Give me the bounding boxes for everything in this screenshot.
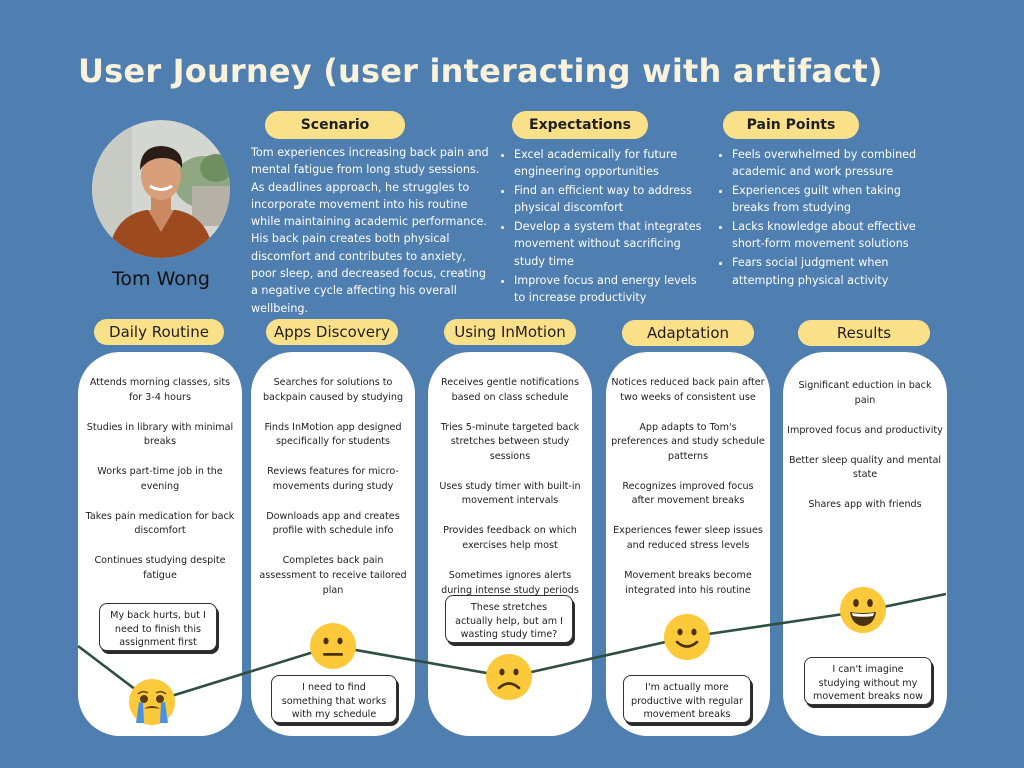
stage-item: Uses study timer with built-in movement … [439,480,581,507]
expectation-item: Improve focus and energy levels to incre… [514,272,706,307]
smiling-face-icon [664,614,710,660]
expectations-label: Expectations [512,111,648,139]
stage-item: Reviews features for micro-movements dur… [267,466,399,492]
stage-item: Attends morning classes, sits for 3-4 ho… [89,377,231,403]
stage-item: Takes pain medication for back discomfor… [85,510,235,537]
stage-item: Provides feedback on which exercises hel… [443,525,577,551]
scenario-label: Scenario [265,111,405,139]
stage-item: Improved focus and productivity [787,424,943,436]
page-title: User Journey (user interacting with arti… [78,52,883,90]
stage-item: Works part-time job in the evening [97,466,223,492]
stage-item: Shares app with friends [808,499,922,511]
stage-item: Better sleep quality and mental state [788,454,942,481]
quote-bubble-using-inmotion: These stretches actually help, but am I … [445,595,573,643]
pain-points-label: Pain Points [723,111,859,139]
stage-label-adaptation: Adaptation [622,320,754,346]
stage-item: Studies in library with minimal breaks [86,421,234,448]
stage-column-apps-discovery: Searches for solutions to backpain cause… [251,352,415,736]
persona-avatar [92,120,230,258]
quote-bubble-results: I can't imagine studying without my move… [804,657,932,705]
quote-bubble-adaptation: I'm actually more productive with regula… [623,675,751,723]
stage-item: App adapts to Tom's preferences and stud… [611,421,765,462]
pain-points-list: Feels overwhelmed by combined academic a… [714,146,940,290]
expectation-item: Develop a system that integrates movemen… [514,218,706,270]
stage-item: Receives gentle notifications based on c… [440,377,579,403]
expectation-item: Find an efficient way to address physica… [514,182,706,217]
pain-point-item: Experiences guilt when taking breaks fro… [732,182,940,217]
stage-item: Finds InMotion app designed specifically… [264,421,402,448]
stage-item: Completes back pain assessment to receiv… [259,555,407,596]
stage-item: Recognizes improved focus after movement… [622,480,754,507]
stage-item: Tries 5-minute targeted back stretches b… [440,421,580,462]
stage-item: Experiences fewer sleep issues and reduc… [613,525,763,551]
persona-name: Tom Wong [112,268,210,290]
pain-point-item: Fears social judgment when attempting ph… [732,254,940,289]
stage-label-daily-routine: Daily Routine [94,319,224,345]
grinning-face-icon [840,587,886,633]
stage-item: Significant eduction in back pain [798,380,932,406]
stage-item: Continues studying despite fatigue [94,555,226,581]
frowning-face-icon [486,654,532,700]
crying-face-icon [129,679,175,725]
pain-point-item: Lacks knowledge about effective short-fo… [732,218,940,253]
stage-label-results: Results [798,320,930,346]
stage-label-apps-discovery: Apps Discovery [266,319,398,345]
neutral-face-icon [310,623,356,669]
expectation-item: Excel academically for future engineerin… [514,146,706,181]
stage-item: Sometimes ignores alerts during intense … [441,569,579,596]
expectations-list: Excel academically for future engineerin… [496,146,706,308]
pain-point-item: Feels overwhelmed by combined academic a… [732,146,940,181]
quote-bubble-apps-discovery: I need to find something that works with… [271,675,397,723]
stage-item: Downloads app and creates profile with s… [266,510,400,537]
stage-item: Movement breaks become integrated into h… [624,569,752,596]
stage-item: Notices reduced back pain after two week… [611,377,765,403]
stage-column-daily-routine: Attends morning classes, sits for 3-4 ho… [78,352,242,736]
stage-label-using-inmotion: Using InMotion [444,319,576,345]
quote-bubble-daily-routine: My back hurts, but I need to finish this… [99,603,217,651]
scenario-text: Tom experiences increasing back pain and… [251,146,489,315]
stage-column-using-inmotion: Receives gentle notifications based on c… [428,352,592,736]
stage-column-adaptation: Notices reduced back pain after two week… [606,352,770,736]
stage-item: Searches for solutions to backpain cause… [262,377,404,403]
